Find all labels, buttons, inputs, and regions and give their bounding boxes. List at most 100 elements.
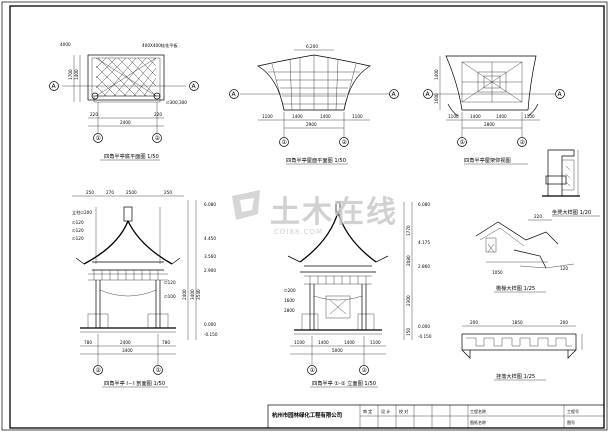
- watermark: 土木在线 COI88.COM: [232, 190, 398, 236]
- section-total: 3400: [122, 348, 133, 353]
- elev-level-3: 2.860: [418, 264, 430, 269]
- roof-axis-1: ①: [282, 139, 287, 146]
- elev-dim-b4: 1100: [370, 340, 381, 345]
- fascia-dim-1: 1850: [512, 320, 523, 325]
- plan-drawing: A ① ② A 4000 400X400桂花平板 ∅300,300 220 24…: [49, 42, 199, 161]
- frame-caption: 四角半亭屋架仰视图: [464, 156, 511, 164]
- watermark-sub: COI88.COM: [274, 228, 323, 236]
- roof-dim-b4: 1100: [352, 114, 363, 119]
- plan-axis-2: ②: [155, 135, 161, 142]
- elev-dim-r1: 1770: [406, 225, 411, 236]
- eave-dim-1: 1050: [492, 270, 503, 275]
- frame-axis-2: ②: [520, 139, 526, 146]
- roof-top-dim: 6,200: [306, 44, 318, 49]
- plan-caption: 四角半亭底平面图 1/50: [104, 152, 159, 160]
- section-top-dim3: 2500: [126, 190, 137, 195]
- frame-plan-drawing: A ① ② A 1100 1400 1400 1100 2800 1400 16…: [423, 55, 565, 165]
- plan-axis-1: ①: [96, 135, 101, 142]
- plan-dim-b1: 220: [90, 112, 98, 117]
- section-level-1: 6.080: [204, 202, 216, 207]
- frame-axis-a-right: A: [558, 91, 563, 98]
- plan-note-right: 400X400桂花平板: [142, 42, 178, 49]
- elev-dim-b2: 1400: [318, 340, 329, 345]
- plan-dim-s2: 1400: [74, 69, 79, 80]
- frame-total: 2800: [484, 122, 495, 127]
- plan-dim-top: 4000: [60, 42, 71, 47]
- section-note-6: 2400: [182, 289, 187, 300]
- title-cell-5: 图纸名称: [470, 419, 486, 425]
- fascia-dim-2: 200: [470, 320, 478, 325]
- elev-total: 5000: [332, 348, 343, 353]
- frame-side-2: 1600: [434, 93, 439, 104]
- eave-detail: 1050 220 120 檐椽大样图 1/25: [475, 214, 575, 293]
- section-dim-b2: 2400: [120, 340, 131, 345]
- title-cell-3: 校 对: [399, 408, 408, 414]
- eave-dim-3: 120: [560, 266, 568, 271]
- frame-dim-b4: 1100: [524, 114, 535, 119]
- elev-dim-r3: 2300: [406, 295, 411, 306]
- section-level-4: 2.900: [204, 268, 216, 273]
- plan-axis-a-right: A: [192, 83, 197, 90]
- section-top-dim1: 250: [86, 190, 94, 195]
- roof-dim-b3: 1400: [320, 114, 331, 119]
- bench-detail: 坐凳大样图 1/20: [542, 149, 600, 217]
- elev-annot-1: ∅200: [284, 288, 296, 293]
- section-note-1: 立柱∅200: [72, 209, 92, 216]
- frame-side-1: 1400: [434, 69, 439, 80]
- plan-annot: ∅300,300: [166, 100, 187, 105]
- elev-level-5: -0.150: [418, 334, 432, 339]
- plan-dim-b2: 2400: [120, 120, 131, 125]
- elev-annot-3: 2800: [284, 308, 295, 313]
- roof-axis-a-left: A: [232, 91, 237, 98]
- section-level-2: 4.450: [204, 236, 216, 241]
- title-cell-4: 工程名称: [470, 408, 486, 414]
- frame-axis-1: ①: [460, 139, 465, 146]
- bench-caption: 坐凳大样图 1/20: [552, 208, 591, 216]
- elev-dim-r4: 150: [406, 328, 411, 336]
- section-note-8: 3400: [190, 289, 195, 300]
- frame-dim-b3: 1400: [496, 114, 507, 119]
- roof-axis-2: ②: [342, 139, 348, 146]
- frame-axis-a-left: A: [426, 91, 431, 98]
- section-note-3: ∅120: [72, 228, 84, 233]
- section-top-dim2: 270: [106, 190, 114, 195]
- section-dim-b1: 780: [84, 340, 92, 345]
- section-axis-1: ①: [156, 367, 161, 374]
- roof-plan-drawing: 6,200 A ① ② A 1100 1400 1400 1100 2900 四…: [229, 44, 399, 165]
- fascia-caption: 挂落大样图 1/25: [496, 372, 535, 380]
- title-right-1: 工程号: [567, 408, 579, 414]
- elev-axis-2: ②: [362, 367, 368, 374]
- section-note-4: ∅120: [72, 236, 84, 241]
- roof-total: 2900: [306, 122, 317, 127]
- section-drawing: 250 270 2500 250 6.080 4.450 3.560 2.900…: [72, 190, 218, 388]
- elevation-drawing: 6.080 4.175 2.860 0.000 -0.150 1770 2080…: [284, 201, 432, 388]
- section-caption: 四角半亭 I－I 剖面图 1/50: [104, 379, 165, 387]
- elev-axis-1: ①: [310, 367, 315, 374]
- elev-dim-b3: 1400: [344, 340, 355, 345]
- section-top-dim4: 250: [164, 190, 172, 195]
- title-right-2: 图号: [567, 419, 575, 425]
- eave-caption: 檐椽大样图 1/25: [496, 284, 535, 292]
- eave-dim-2: 220: [534, 214, 542, 219]
- section-note-5: ∅120: [164, 280, 176, 285]
- section-note-7: ∅100: [164, 294, 176, 299]
- section-level-3: 3.560: [204, 254, 216, 259]
- elev-dim-r2: 2080: [406, 255, 411, 266]
- fascia-detail: 1850 200 200 挂落大样图 1/25: [461, 320, 583, 381]
- elev-caption: 四角半亭 ①-② 立面图 1/50: [312, 379, 376, 387]
- section-note-9: 3540: [196, 289, 201, 300]
- plan-dim-b3: 220: [154, 112, 162, 117]
- elev-dim-b1: 1100: [294, 340, 305, 345]
- title-company: 杭州市园林绿化工程有限公司: [272, 411, 342, 419]
- title-cell-1: 审 定: [363, 408, 372, 414]
- roof-dim-b2: 1400: [292, 114, 303, 119]
- section-note-2: ∅120: [72, 220, 84, 225]
- watermark-main: 土木在线: [270, 195, 398, 230]
- title-block: 杭州市园林绿化工程有限公司 审 定 设 计 校 对 工程名称 图纸名称 工程号 …: [267, 404, 605, 429]
- section-level-5: 0.000: [204, 322, 216, 327]
- elev-level-1: 6.080: [418, 202, 430, 207]
- section-axis-2: ②: [96, 367, 102, 374]
- plan-axis-a-left: A: [52, 83, 57, 90]
